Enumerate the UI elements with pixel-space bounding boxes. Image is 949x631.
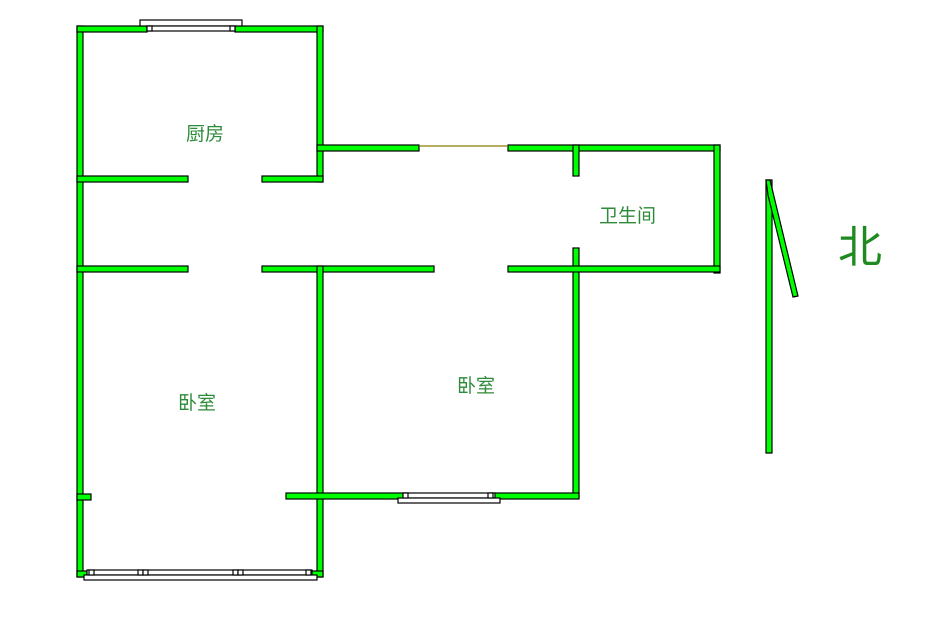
- window-bedroom-left-frame: [86, 569, 313, 576]
- window-kitchen-sill: [139, 19, 243, 27]
- window-kitchen-post-l: [146, 25, 153, 32]
- wall-bathroom-left-upper: [572, 144, 580, 177]
- wall-kitchen-right: [316, 25, 324, 183]
- wall-stub-left: [76, 493, 92, 501]
- window-bedroom-left-post-3: [142, 569, 149, 576]
- wall-bedroom-center-bottom-left: [285, 492, 409, 500]
- window-bedroom-left-post-5: [237, 569, 244, 576]
- wall-kitchen-top-right: [234, 25, 324, 33]
- wall-bedroom-center-bottom-right: [489, 492, 580, 500]
- room-label-bedroom-center: 卧室: [457, 375, 496, 397]
- window-kitchen-post-r: [229, 25, 236, 32]
- room-label-kitchen: 厨房: [186, 123, 225, 145]
- windows: [83, 19, 501, 581]
- window-bedroom-left-post-4: [232, 569, 239, 576]
- window-kitchen-frame: [146, 25, 236, 32]
- window-bedroom-left-sill: [83, 574, 318, 581]
- room-label-bedroom-left: 卧室: [178, 392, 217, 414]
- window-bedroom-center-post-r: [487, 492, 494, 499]
- wall-hall-top-left: [316, 144, 420, 152]
- wall-bathroom-right: [713, 144, 721, 274]
- wall-hall-bottom-1: [76, 265, 189, 273]
- wall-bathroom-left-lower: [572, 247, 580, 499]
- window-bedroom-left-post-6: [305, 569, 312, 576]
- wall-bedroom-partition: [316, 265, 324, 578]
- north-arrow-icon: [765, 179, 799, 454]
- window-bedroom-left-post-1: [88, 569, 95, 576]
- room-label-bathroom: 卫生间: [599, 205, 657, 227]
- wall-hall-top-right: [507, 144, 721, 152]
- compass-north-label: 北: [838, 222, 882, 273]
- window-bedroom-center-frame: [402, 492, 496, 499]
- wall-hall-bottom-3: [507, 265, 721, 273]
- window-bedroom-center-post-l: [402, 492, 409, 499]
- wall-kitchen-bottom-left: [76, 175, 189, 183]
- wall-kitchen-top-left: [76, 25, 148, 33]
- window-bedroom-center-sill: [397, 497, 501, 504]
- wall-hall-bottom-2: [261, 265, 435, 273]
- wall-kitchen-bottom-right: [261, 175, 324, 183]
- walls: [76, 25, 721, 578]
- window-bedroom-left-post-2: [137, 569, 144, 576]
